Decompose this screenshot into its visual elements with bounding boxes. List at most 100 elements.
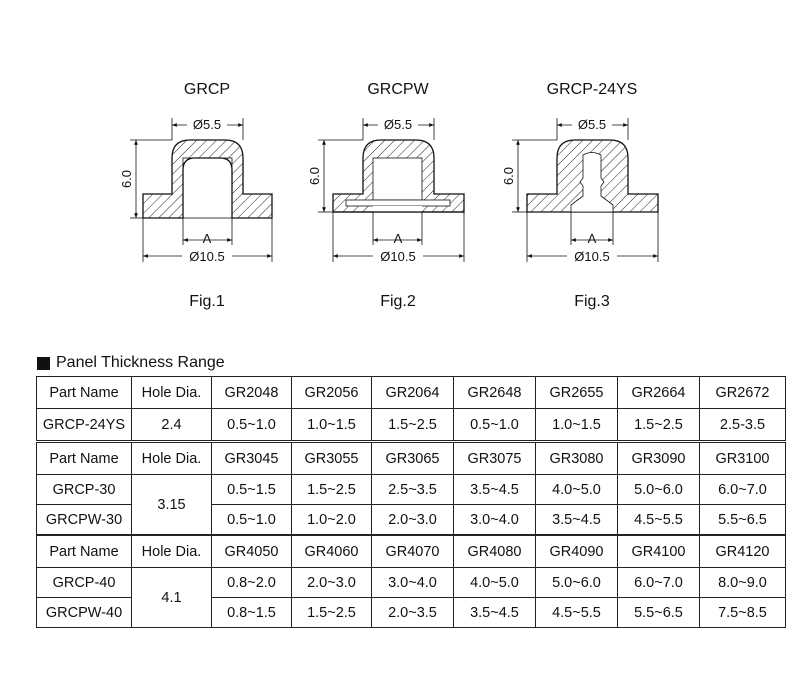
- diameter-top-label: Ø5.5: [384, 117, 412, 132]
- value-cell: 5.0~6.0: [617, 474, 700, 505]
- figure-title: GRCP: [184, 81, 230, 98]
- header-cell: GR2648: [453, 376, 536, 409]
- section-title: Panel Thickness Range: [56, 354, 225, 371]
- height-label: 6.0: [501, 167, 516, 185]
- value-cell: 8.0~9.0: [699, 567, 786, 598]
- table-header-row: Part Name Hole Dia. GR3045 GR3055 GR3065…: [36, 442, 786, 475]
- square-bullet-icon: [37, 356, 50, 370]
- value-cell: 3.0~4.0: [453, 504, 536, 535]
- value-cell: 1.0~1.5: [535, 408, 618, 441]
- value-cell: 1.0~2.0: [291, 504, 372, 535]
- header-cell: GR4090: [535, 535, 618, 568]
- header-cell: GR2664: [617, 376, 700, 409]
- value-cell: 5.0~6.0: [535, 567, 618, 598]
- part-name-cell: GRCP-40: [36, 567, 132, 598]
- diameter-base-label: Ø10.5: [380, 249, 415, 264]
- value-cell: 1.5~2.5: [371, 408, 454, 441]
- value-cell: 2.0~3.0: [291, 567, 372, 598]
- value-cell: 4.5~5.5: [617, 504, 700, 535]
- hole-dia-cell: 4.1: [131, 567, 212, 628]
- header-cell: GR2064: [371, 376, 454, 409]
- part-name-cell: GRCPW-40: [36, 597, 132, 628]
- value-cell: 0.8~1.5: [211, 597, 292, 628]
- diameter-base-label: Ø10.5: [189, 249, 224, 264]
- header-cell: GR4120: [699, 535, 786, 568]
- table-header-row: Part Name Hole Dia. GR4050 GR4060 GR4070…: [36, 535, 786, 568]
- header-cell: Part Name: [36, 442, 132, 475]
- header-cell: GR2048: [211, 376, 292, 409]
- value-cell: 7.5~8.5: [699, 597, 786, 628]
- grcp-bore: [182, 157, 233, 219]
- figure-drawings: GRCP Ø5.5 6.0 A Ø10.5 Fig.1 GRCPW Ø5.: [119, 81, 659, 310]
- value-cell: 5.5~6.5: [699, 504, 786, 535]
- value-cell: 4.0~5.0: [535, 474, 618, 505]
- header-cell: GR2655: [535, 376, 618, 409]
- value-cell: 2.0~3.0: [371, 504, 454, 535]
- header-cell: Hole Dia.: [131, 442, 212, 475]
- figure-grcp: GRCP Ø5.5 6.0 A Ø10.5 Fig.1: [119, 81, 273, 310]
- header-cell: GR3075: [453, 442, 536, 475]
- value-cell: 3.5~4.5: [535, 504, 618, 535]
- thickness-table-gr40: Part Name Hole Dia. GR4050 GR4060 GR4070…: [36, 535, 786, 628]
- hole-label: A: [203, 231, 212, 246]
- header-cell: GR3065: [371, 442, 454, 475]
- value-cell: 3.0~4.0: [371, 567, 454, 598]
- header-cell: Part Name: [36, 376, 132, 409]
- diameter-top-label: Ø5.5: [193, 117, 221, 132]
- figure-caption: Fig.2: [380, 293, 416, 310]
- figure-title: GRCPW: [367, 81, 429, 98]
- grcpw-washer-slot: [345, 199, 451, 207]
- grcp24ys-bore: [570, 152, 614, 213]
- height-label: 6.0: [119, 170, 134, 188]
- table-row: GRCPW-30 0.5~1.0 1.0~2.0 2.0~3.0 3.0~4.0…: [36, 504, 786, 535]
- value-cell: 0.5~1.0: [453, 408, 536, 441]
- part-name-cell: GRCP-24YS: [36, 408, 132, 441]
- header-cell: GR3090: [617, 442, 700, 475]
- section-heading: Panel Thickness Range: [37, 354, 225, 372]
- value-cell: 5.5~6.5: [617, 597, 700, 628]
- height-label: 6.0: [307, 167, 322, 185]
- table-row: GRCP-24YS 2.4 0.5~1.0 1.0~1.5 1.5~2.5 0.…: [36, 408, 786, 441]
- figure-grcp-24ys: GRCP-24YS Ø5.5 6.0 A Ø10.5 Fig.3: [501, 81, 659, 310]
- table-header-row: Part Name Hole Dia. GR2048 GR2056 GR2064…: [36, 376, 786, 409]
- header-cell: GR4050: [211, 535, 292, 568]
- header-cell: Hole Dia.: [131, 535, 212, 568]
- figure-caption: Fig.1: [189, 293, 225, 310]
- value-cell: 2.5~3.5: [371, 474, 454, 505]
- diameter-base-label: Ø10.5: [574, 249, 609, 264]
- part-name-cell: GRCPW-30: [36, 504, 132, 535]
- hole-label: A: [588, 231, 597, 246]
- value-cell: 0.5~1.0: [211, 504, 292, 535]
- value-cell: 2.0~3.5: [371, 597, 454, 628]
- value-cell: 1.5~2.5: [291, 474, 372, 505]
- thickness-table-gr30: Part Name Hole Dia. GR3045 GR3055 GR3065…: [36, 442, 786, 535]
- header-cell: GR3055: [291, 442, 372, 475]
- thickness-table-gr20: Part Name Hole Dia. GR2048 GR2056 GR2064…: [36, 376, 786, 441]
- hole-label: A: [394, 231, 403, 246]
- value-cell: 0.5~1.5: [211, 474, 292, 505]
- table-row: GRCPW-40 0.8~1.5 1.5~2.5 2.0~3.5 3.5~4.5…: [36, 597, 786, 628]
- grcpw-bore: [372, 157, 423, 201]
- header-cell: Part Name: [36, 535, 132, 568]
- value-cell: 4.5~5.5: [535, 597, 618, 628]
- header-cell: GR4060: [291, 535, 372, 568]
- header-cell: GR4080: [453, 535, 536, 568]
- value-cell: 4.0~5.0: [453, 567, 536, 598]
- value-cell: 1.0~1.5: [291, 408, 372, 441]
- hole-dia-cell: 2.4: [131, 408, 212, 441]
- figure-title: GRCP-24YS: [547, 81, 638, 98]
- value-cell: 3.5~4.5: [453, 597, 536, 628]
- grcp-section-body: [142, 139, 273, 219]
- value-cell: 3.5~4.5: [453, 474, 536, 505]
- value-cell: 0.5~1.0: [211, 408, 292, 441]
- header-cell: GR3080: [535, 442, 618, 475]
- header-cell: GR2056: [291, 376, 372, 409]
- figure-caption: Fig.3: [574, 293, 610, 310]
- header-cell: GR3045: [211, 442, 292, 475]
- value-cell: 6.0~7.0: [699, 474, 786, 505]
- header-cell: GR4100: [617, 535, 700, 568]
- header-cell: GR3100: [699, 442, 786, 475]
- header-cell: Hole Dia.: [131, 376, 212, 409]
- header-cell: GR2672: [699, 376, 786, 409]
- header-cell: GR4070: [371, 535, 454, 568]
